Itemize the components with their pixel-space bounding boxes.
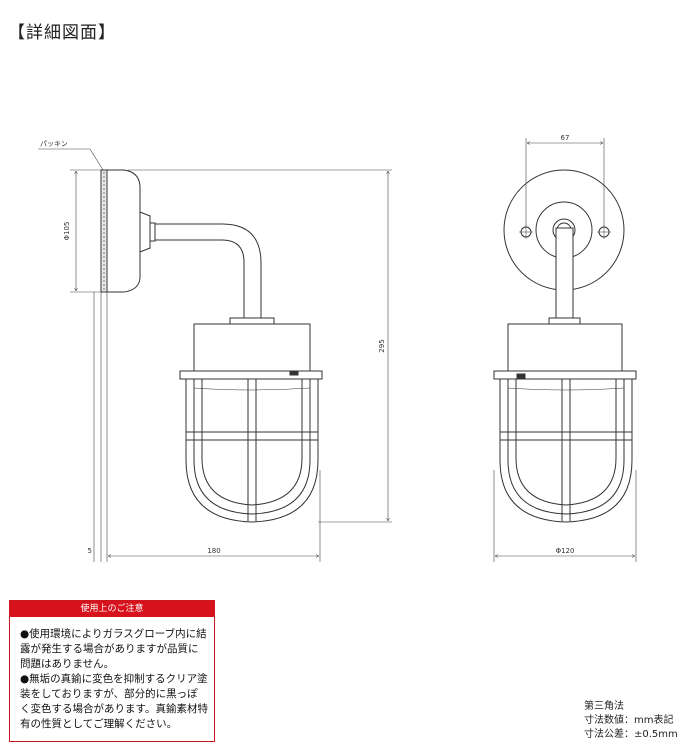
front-arm [555, 227, 574, 321]
side-arm [155, 223, 262, 318]
front-band [493, 370, 637, 380]
depth-small-label: 5 [88, 547, 92, 555]
side-guard [185, 379, 319, 523]
packing-label: パッキン [40, 140, 68, 148]
height-label: 295 [378, 339, 386, 352]
side-socket [229, 317, 275, 325]
caution-item: ●無垢の真鍮に変色を抑制するクリア塗装をしておりますが、部分的に黒っぽく変色する… [20, 673, 208, 730]
front-canopy [507, 323, 623, 372]
tolerance-note: 寸法公差：±0.5mm [584, 729, 678, 740]
glass-diameter-label: Φ120 [556, 547, 575, 555]
front-socket [548, 317, 581, 325]
packing-gasket [100, 169, 108, 293]
dimension-lines [38, 138, 637, 562]
side-canopy [193, 323, 311, 372]
wall-base [103, 169, 141, 293]
caution-heading: 使用上のご注意 [10, 601, 214, 617]
pitch-label: 67 [561, 134, 570, 142]
technical-drawing: パッキン Φ105 295 5 180 67 Φ120 [38, 134, 637, 562]
unit-note: 寸法数値：mm表記 [584, 715, 674, 726]
depth-label: 180 [207, 547, 220, 555]
side-view [100, 169, 323, 523]
projection-note: 第三角法 [584, 701, 624, 712]
caution-box: 使用上のご注意 ●使用環境によりガラスグローブ内に結露が発生する場合がありますが… [9, 600, 215, 742]
base-diameter-label: Φ105 [63, 222, 71, 241]
page-title: 【詳細図面】 [8, 23, 116, 43]
drawing-notes: 第三角法 寸法数値：mm表記 寸法公差：±0.5mm [584, 700, 678, 742]
side-band [179, 370, 323, 380]
front-guard [499, 379, 633, 523]
front-view [493, 169, 637, 523]
caution-item: ●使用環境によりガラスグローブ内に結露が発生する場合がありますが品質に問題はあり… [20, 628, 207, 670]
